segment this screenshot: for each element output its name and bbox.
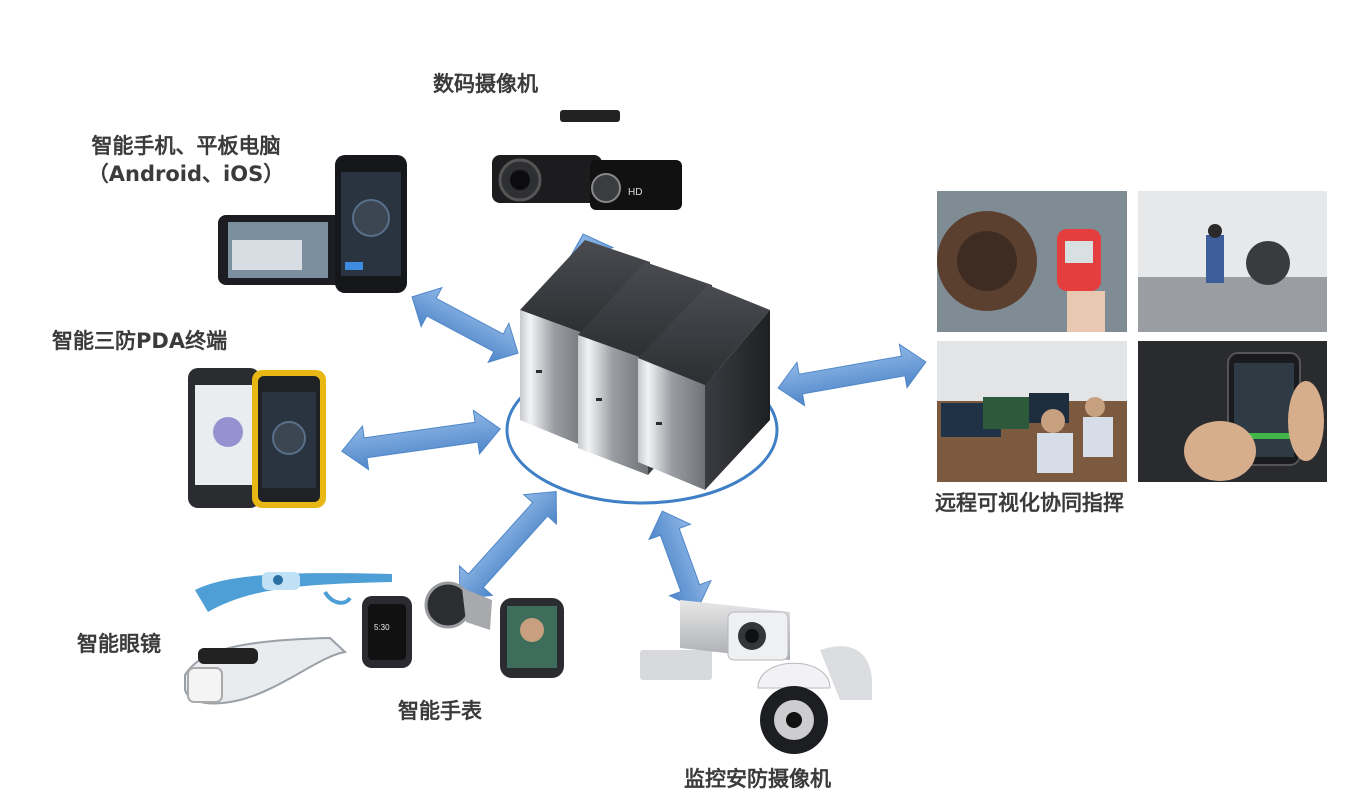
label-phone-tablet: 智能手机、平板电脑 （Android、iOS） (62, 132, 310, 188)
phone-tablet-image (218, 155, 407, 293)
glasses-image (184, 572, 392, 705)
arrow-to-pda (341, 409, 501, 471)
label-phone-tablet-line2: （Android、iOS） (87, 162, 285, 186)
label-remote: 远程可视化协同指挥 (935, 491, 1124, 515)
remote-photo-control-room (937, 341, 1127, 482)
label-cctv: 监控安防摄像机 (684, 767, 831, 791)
remote-photo-thermometer (937, 191, 1127, 332)
cctv-image (640, 600, 872, 754)
label-phone-tablet-line1: 智能手机、平板电脑 (91, 134, 281, 158)
svg-text:5:30: 5:30 (374, 623, 390, 632)
arrow-to-phone (411, 286, 519, 364)
label-watch: 智能手表 (398, 699, 482, 723)
svg-text:HD: HD (628, 187, 642, 198)
pda-image (188, 368, 326, 508)
arrow-to-watch (459, 490, 557, 600)
remote-photo-handheld (1138, 341, 1327, 482)
watch-image: 5:30 (362, 581, 564, 678)
remote-photo-inspection (1138, 191, 1327, 332)
label-glasses: 智能眼镜 (77, 632, 161, 656)
handheld-illustration (1138, 341, 1327, 482)
arrow-to-cctv (648, 510, 712, 610)
label-camcorder: 数码摄像机 (433, 72, 538, 96)
arrow-to-remote (777, 343, 927, 407)
camcorder-image: HD (492, 110, 682, 210)
inspection-illustration (1138, 191, 1327, 332)
control-room-illustration (937, 341, 1127, 482)
server-tower-3 (638, 285, 770, 490)
label-pda: 智能三防PDA终端 (52, 329, 228, 353)
thermometer-illustration (937, 191, 1127, 332)
